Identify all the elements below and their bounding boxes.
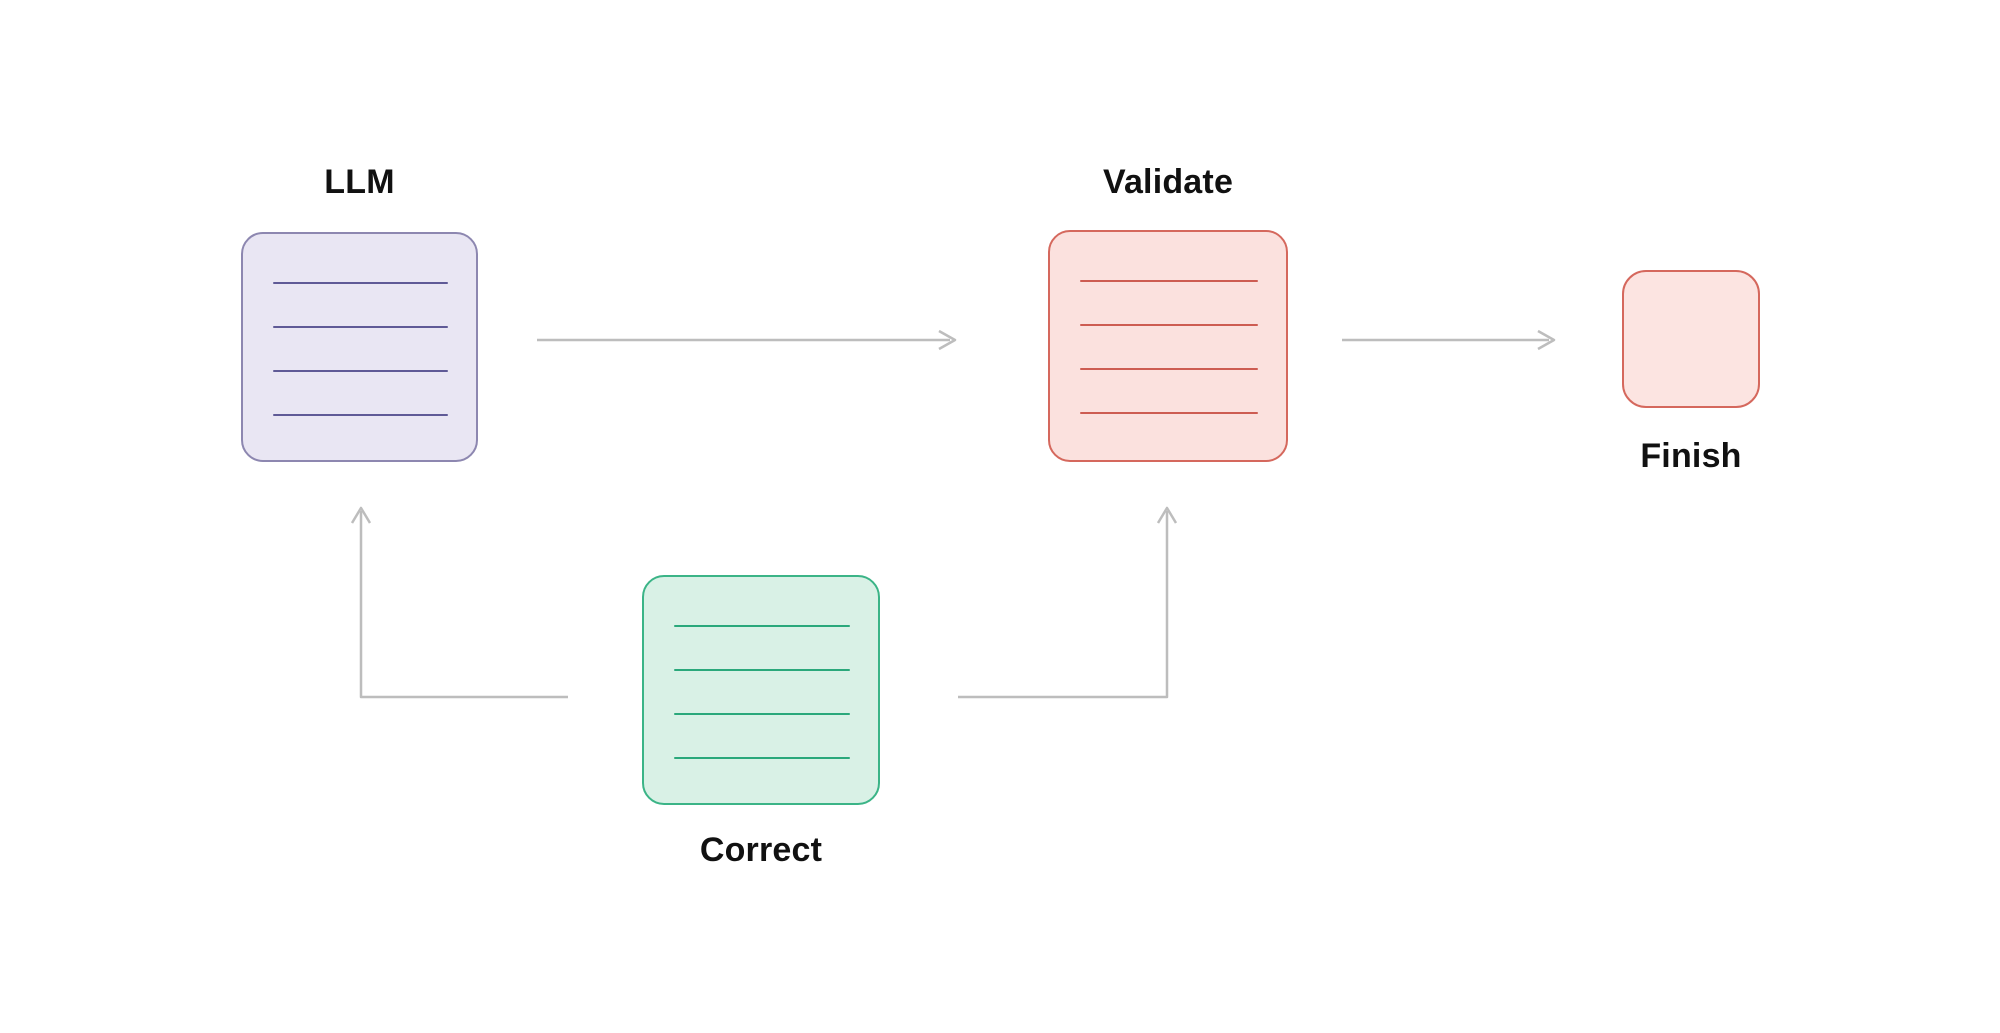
document-line — [273, 282, 448, 284]
arrow-correct-to-llm — [350, 506, 568, 699]
document-line — [1080, 324, 1258, 326]
node-label-validate: Validate — [1102, 163, 1234, 201]
document-line — [1080, 368, 1258, 370]
node-llm — [241, 232, 478, 462]
document-line — [273, 370, 448, 372]
node-finish — [1622, 270, 1760, 408]
document-line — [1080, 280, 1258, 282]
node-label-finish: Finish — [1640, 437, 1742, 475]
node-label-correct: Correct — [699, 831, 823, 869]
node-validate — [1048, 230, 1288, 462]
document-line — [674, 713, 850, 715]
document-line — [273, 414, 448, 416]
document-line — [273, 326, 448, 328]
arrow-correct-to-validate — [958, 506, 1178, 699]
document-line — [674, 757, 850, 759]
document-line — [1080, 412, 1258, 414]
arrow-llm-to-validate — [537, 329, 957, 351]
document-line — [674, 669, 850, 671]
document-line — [674, 625, 850, 627]
node-label-llm: LLM — [324, 163, 395, 201]
node-correct — [642, 575, 880, 805]
arrow-validate-to-finish — [1342, 329, 1556, 351]
